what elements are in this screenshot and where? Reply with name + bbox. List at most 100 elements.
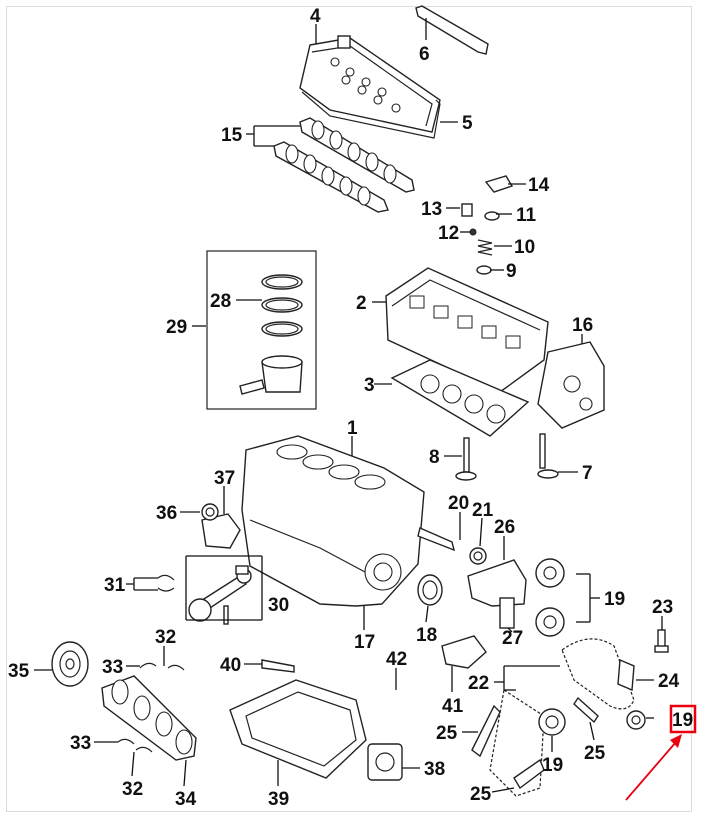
- rocker-arm: [484, 175, 514, 193]
- idler-sprocket: [626, 710, 646, 730]
- valve-cover: [299, 35, 441, 133]
- callout-33-lower: 33: [70, 733, 91, 754]
- piston-kit-box: [206, 250, 317, 410]
- callout-19-upper: 19: [604, 589, 625, 610]
- oil-return-tube: [373, 687, 413, 715]
- callout-29: 29: [166, 317, 187, 338]
- tensioner-bolt: [654, 629, 669, 653]
- valve-stem-seal: [484, 211, 500, 221]
- lash-adjuster: [461, 203, 473, 217]
- crankshaft: [101, 675, 197, 761]
- callout-25-left: 25: [436, 723, 458, 744]
- valve-spring: [477, 239, 493, 256]
- callout-19-lower: 19: [542, 755, 563, 776]
- chain-guide-left: [471, 704, 501, 758]
- chain-guide-right: [573, 696, 599, 724]
- callout-28: 28: [210, 291, 231, 312]
- rod-bearings: [157, 574, 175, 592]
- callout-32-upper: 32: [155, 627, 176, 648]
- callout-8: 8: [429, 447, 440, 468]
- callout-11: 11: [516, 205, 537, 226]
- bolt-washer: [469, 547, 487, 565]
- chain-guide-lower: [513, 758, 545, 790]
- diagram-frame: [6, 6, 692, 812]
- callout-23: 23: [652, 597, 673, 618]
- crank-sprocket: [538, 708, 566, 736]
- camshaft-sprocket-lower: [535, 607, 565, 637]
- callout-18: 18: [416, 625, 437, 646]
- oil-pump-assembly: [467, 559, 527, 629]
- leader-lines: [34, 18, 663, 793]
- rear-main-seal: [201, 503, 219, 521]
- highlight-box: [669, 704, 697, 734]
- callout-37: 37: [214, 468, 235, 489]
- timing-chain-lower: [489, 689, 545, 797]
- front-crank-seal: [417, 574, 443, 606]
- timing-cover: [537, 341, 605, 429]
- callout-38: 38: [424, 759, 445, 780]
- crankshaft-pulley: [51, 641, 89, 687]
- spring-retainer: [476, 265, 492, 275]
- callout-27: 27: [502, 628, 523, 649]
- callout-22: 22: [468, 673, 489, 694]
- callout-10: 10: [514, 237, 535, 258]
- timing-cover-seal: [415, 5, 489, 55]
- callout-20: 20: [448, 493, 469, 514]
- callout-21: 21: [472, 500, 494, 521]
- cylinder-head: [385, 267, 549, 393]
- timing-chain-upper: [561, 638, 635, 710]
- callout-36: 36: [156, 503, 177, 524]
- callout-34: 34: [175, 789, 197, 810]
- oil-filter-housing: [367, 743, 403, 781]
- callout-5: 5: [462, 113, 473, 134]
- callout-25-right: 25: [584, 743, 606, 764]
- callout-35: 35: [8, 661, 30, 682]
- main-bearings-lower: [117, 738, 153, 753]
- callout-1: 1: [347, 418, 358, 439]
- intake-valve: [455, 437, 477, 481]
- callout-13: 13: [421, 199, 442, 220]
- callout-2: 2: [356, 293, 367, 314]
- callout-9: 9: [506, 261, 517, 282]
- head-gasket: [390, 359, 530, 437]
- callout-6: 6: [419, 44, 430, 65]
- valve-cover-gasket: [301, 91, 441, 139]
- callout-39: 39: [268, 789, 289, 810]
- rear-seal-housing: [201, 513, 241, 549]
- dipstick-tube: [261, 659, 295, 673]
- connecting-rod: [188, 568, 252, 625]
- callout-40: 40: [220, 655, 241, 676]
- valve-keeper: [469, 228, 477, 236]
- callout-30: 30: [268, 595, 289, 616]
- balance-shaft-bolt: [417, 527, 456, 552]
- callout-15: 15: [221, 125, 243, 146]
- callout-33-upper: 33: [102, 657, 123, 678]
- callout-16: 16: [572, 315, 593, 336]
- callout-19-highlighted[interactable]: 19: [672, 710, 693, 731]
- callout-41: 41: [442, 696, 464, 717]
- callout-12: 12: [438, 223, 459, 244]
- callout-17: 17: [354, 632, 375, 653]
- camshaft-sprocket-upper: [535, 558, 565, 588]
- highlight-arrow: [625, 734, 682, 801]
- callout-14: 14: [528, 175, 550, 196]
- callout-7: 7: [582, 463, 593, 484]
- callout-42: 42: [386, 649, 407, 670]
- callout-4: 4: [310, 6, 321, 27]
- main-bearings-upper: [139, 662, 185, 671]
- callout-3: 3: [364, 375, 375, 396]
- callout-24: 24: [658, 671, 680, 692]
- callout-labels: 4 6 5 15 14 13 11 12 10 9 28 29 2 16 3 1…: [8, 6, 697, 810]
- callout-25-bottom: 25: [470, 784, 492, 805]
- chain-tensioner: [617, 658, 635, 692]
- piston-pin-bushing: [235, 565, 249, 575]
- oil-pickup: [441, 635, 487, 669]
- camshafts: [273, 117, 415, 213]
- oil-pan: [229, 679, 367, 779]
- callout-26: 26: [494, 517, 515, 538]
- engine-block: [241, 435, 425, 607]
- callout-32-lower: 32: [122, 779, 143, 800]
- exhaust-valve: [537, 433, 559, 479]
